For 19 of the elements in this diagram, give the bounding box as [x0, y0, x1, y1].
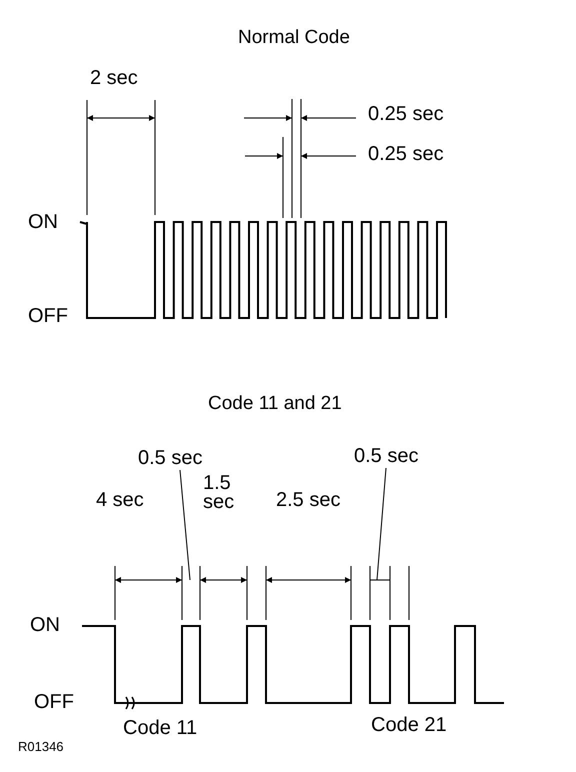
duration-label: 4 sec [96, 490, 144, 510]
figure-number: R01346 [18, 740, 64, 753]
section-heading: Normal Code [238, 28, 350, 47]
leader-line [180, 470, 190, 580]
duration-label: 0.5 sec [138, 448, 202, 468]
duration-label: 2.5 sec [276, 490, 340, 510]
code-label: Code 11 [123, 718, 198, 738]
section-heading: Code 11 and 21 [208, 394, 342, 413]
state-label: OFF [28, 306, 68, 326]
state-label: ON [30, 615, 60, 635]
duration-label: 0.25 sec [368, 104, 444, 124]
leader-line [376, 468, 386, 580]
duration-label: 2 sec [90, 68, 138, 88]
state-label: ON [28, 212, 58, 232]
state-label: OFF [34, 692, 74, 712]
duration-label: 0.25 sec [368, 144, 444, 164]
duration-label: 0.5 sec [354, 446, 418, 466]
code-label: Code 21 [371, 715, 447, 735]
duration-label: 1.5 sec [203, 474, 236, 512]
